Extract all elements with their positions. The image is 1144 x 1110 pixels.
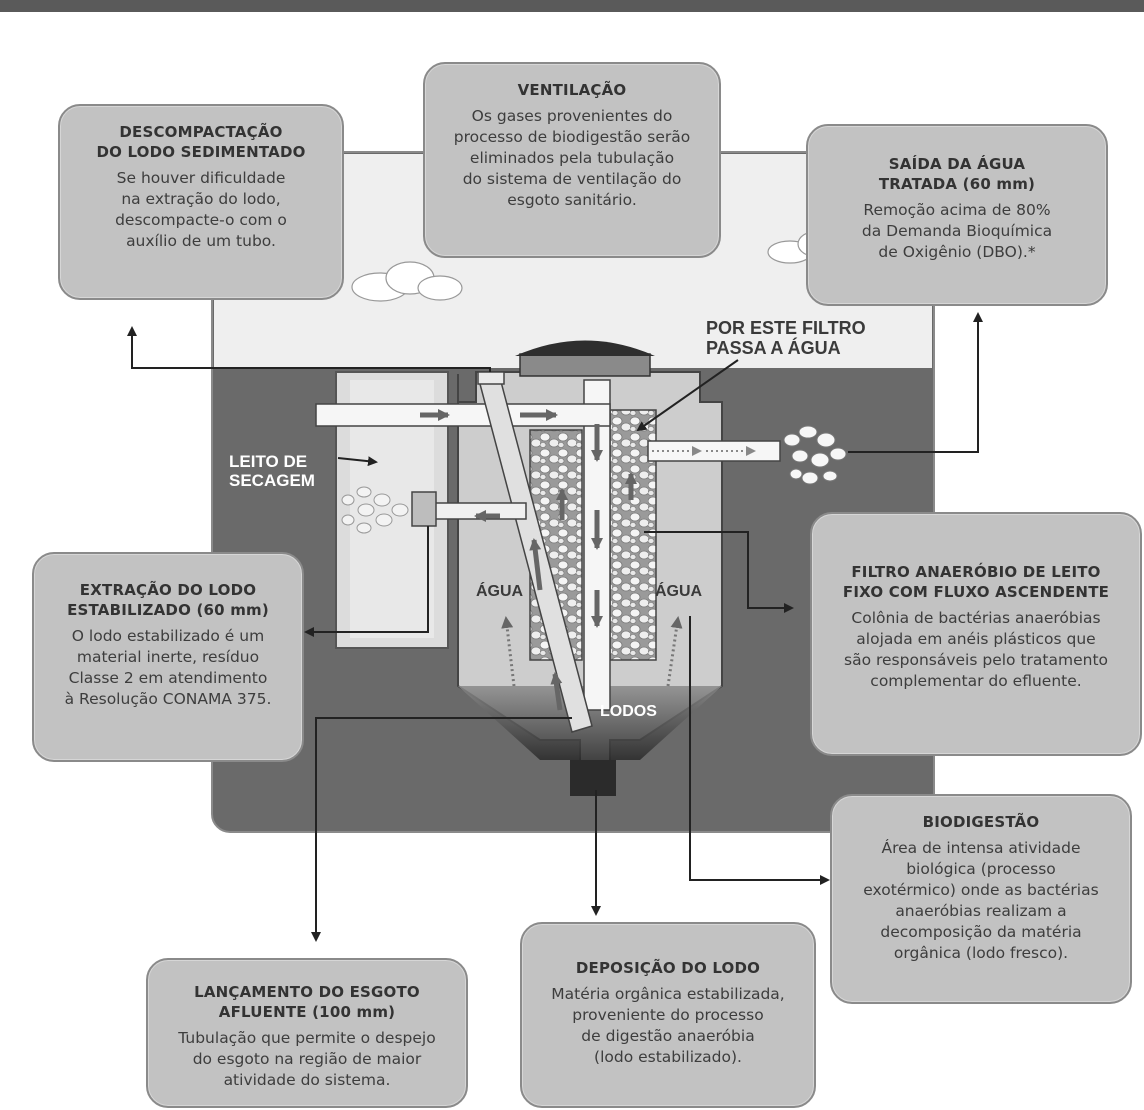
box-extracao-title: EXTRAÇÃO DO LODO ESTABILIZADO (60 mm) — [67, 581, 269, 619]
box-descompactacao-title: DESCOMPACTAÇÃO DO LODO SEDIMENTADO — [96, 123, 306, 161]
box-ventilacao-title: VENTILAÇÃO — [517, 81, 627, 99]
box-filtro: FILTRO ANAERÓBIO DE LEITO FIXO COM FLUXO… — [810, 512, 1142, 756]
water-splash-right — [783, 425, 847, 485]
leader-lines — [127, 312, 983, 942]
box-filtro-title: FILTRO ANAERÓBIO DE LEITO FIXO COM FLUXO… — [842, 563, 1110, 601]
box-filtro-text: Colônia de bactérias anaeróbias alojada … — [844, 609, 1108, 690]
label-agua-left: ÁGUA — [476, 583, 524, 600]
flow-arrows — [420, 409, 637, 711]
box-deposicao-text: Matéria orgânica estabilizada, provenien… — [551, 985, 785, 1066]
box-lancamento-title: LANÇAMENTO DO ESGOTO AFLUENTE (100 mm) — [194, 983, 420, 1021]
box-deposicao-title: DEPOSIÇÃO DO LODO — [575, 959, 761, 977]
label-filtro-passa-line-2: PASSA A ÁGUA — [706, 338, 841, 358]
label-leito-de-secagem: LEITO DE SECAGEM — [229, 452, 315, 490]
box-biodigestao: BIODIGESTÃO Área de intensa atividade bi… — [830, 794, 1132, 1004]
sludge-outlet — [570, 760, 616, 796]
box-lancamento-text: Tubulação que permite o despejo do esgot… — [178, 1029, 436, 1089]
inlet-pipe-horizontal — [315, 403, 611, 427]
label-lodos: LODOS — [600, 703, 657, 720]
box-deposicao: DEPOSIÇÃO DO LODO Matéria orgânica estab… — [520, 922, 816, 1108]
water-splash-left — [341, 486, 409, 534]
label-agua-right: ÁGUA — [655, 583, 703, 600]
cloud-left — [351, 261, 463, 302]
box-extracao: EXTRAÇÃO DO LODO ESTABILIZADO (60 mm) O … — [32, 552, 304, 762]
top-bar — [0, 0, 1144, 12]
label-leito-line-1: LEITO DE — [229, 452, 308, 471]
box-ventilacao: VENTILAÇÃO Os gases provenientes do proc… — [423, 62, 721, 258]
label-filtro-passa-line-1: POR ESTE FILTRO — [706, 318, 866, 338]
box-ventilacao-text: Os gases provenientes do processo de bio… — [453, 107, 691, 209]
box-saida-title: SAÍDA DA ÁGUA TRATADA (60 mm) — [878, 155, 1036, 193]
box-biodigestao-text: Área de intensa atividade biológica (pro… — [863, 839, 1099, 962]
label-filtro-passa: POR ESTE FILTRO PASSA A ÁGUA — [706, 318, 866, 358]
water-rise-arrows — [501, 616, 683, 687]
box-saida-text: Remoção acima de 80% da Demanda Bioquími… — [861, 201, 1053, 261]
box-saida: SAÍDA DA ÁGUA TRATADA (60 mm) Remoção ac… — [806, 124, 1108, 306]
box-extracao-text: O lodo estabilizado é um material inerte… — [64, 627, 272, 708]
box-biodigestao-title: BIODIGESTÃO — [922, 813, 1040, 831]
box-descompactacao: DESCOMPACTAÇÃO DO LODO SEDIMENTADO Se ho… — [58, 104, 344, 300]
box-lancamento: LANÇAMENTO DO ESGOTO AFLUENTE (100 mm) T… — [146, 958, 468, 1108]
box-descompactacao-text: Se houver dificuldade na extração do lod… — [115, 169, 287, 250]
label-leito-line-2: SECAGEM — [229, 471, 315, 490]
